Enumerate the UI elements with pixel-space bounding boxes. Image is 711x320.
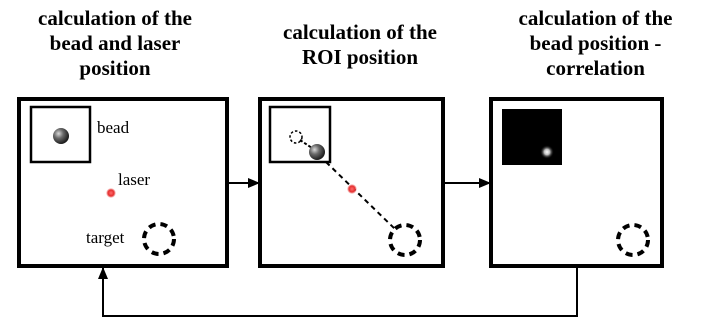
laser-label: laser: [118, 170, 151, 189]
panel-3-title-line-3: correlation: [546, 56, 645, 80]
panel-3-correlation-image: [502, 109, 562, 165]
panel-1-roi-box: [29, 105, 92, 164]
target-label: target: [86, 228, 125, 247]
panel-1-title: calculation of the bead and laser positi…: [0, 6, 230, 81]
panel-2-frame: [258, 97, 445, 268]
panel-2-title-line-1: calculation of the: [283, 20, 437, 44]
panel-1-bead-icon: [53, 128, 69, 144]
panel-2-laser-spot-icon: [347, 184, 357, 194]
panel-1-title-line-3: position: [79, 56, 151, 80]
panel-2-bead-icon: [309, 144, 325, 160]
feedback-loop-arrow: [98, 266, 578, 317]
panel-2-roi-box: [268, 105, 332, 164]
panel-3-title-line-2: bead position -: [529, 31, 662, 55]
panel-3-target-icon: [616, 223, 650, 257]
panel-2-title: calculation of the ROI position: [240, 20, 480, 70]
panel-2-title-line-2: ROI position: [301, 45, 419, 69]
panel-1-laser-spot-icon: [106, 188, 116, 198]
panel-1-target-icon: [142, 222, 176, 256]
panel-3-correlation-peak-icon: [540, 145, 554, 159]
panel-3-title-line-1: calculation of the: [518, 6, 673, 30]
panel-3-title: calculation of the bead position - corre…: [480, 6, 711, 81]
panel-1-title-line-2: bead and laser: [49, 31, 181, 55]
panel-1-title-line-1: calculation of the: [38, 6, 192, 30]
panel-2-previous-bead-icon: [289, 130, 303, 144]
bead-label: bead: [97, 118, 130, 137]
panel-2-target-icon: [388, 223, 422, 257]
panel-2-bead-shift-line: [299, 139, 313, 149]
panel-2-roi-path-line: [325, 161, 397, 231]
